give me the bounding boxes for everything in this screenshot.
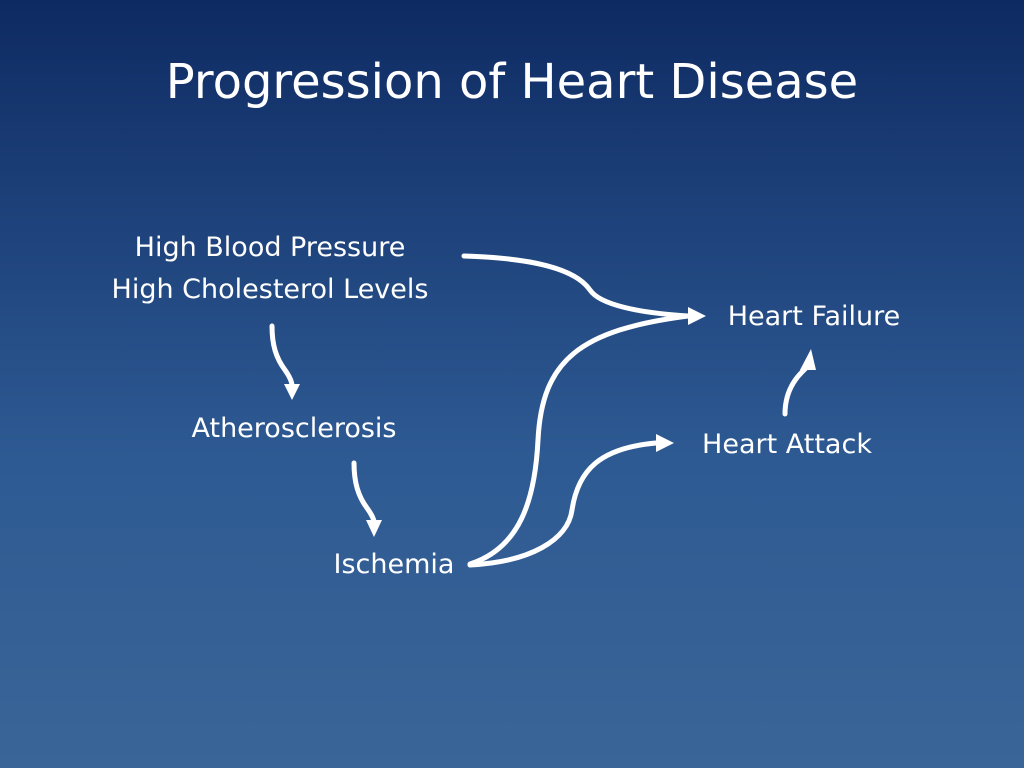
arrow-atherosclerosis-to-ischemia bbox=[351, 460, 382, 537]
node-high-blood-pressure: High Blood Pressure bbox=[134, 232, 406, 263]
node-heart-attack: Heart Attack bbox=[702, 429, 872, 460]
node-high-cholesterol: High Cholesterol Levels bbox=[111, 274, 429, 305]
node-ischemia: Ischemia bbox=[333, 549, 455, 580]
arrow-risk-to-heart-failure bbox=[461, 253, 706, 325]
node-risk-factors: High Blood Pressure High Cholesterol Lev… bbox=[60, 227, 480, 311]
node-heart-failure: Heart Failure bbox=[727, 301, 901, 332]
arrow-risk-to-atherosclerosis bbox=[269, 323, 300, 400]
arrow-ischemia-to-heart-attack bbox=[467, 434, 674, 568]
slide-title: Progression of Heart Disease bbox=[165, 54, 859, 110]
node-atherosclerosis: Atherosclerosis bbox=[191, 413, 397, 444]
arrow-ischemia-to-heart-failure bbox=[467, 313, 691, 567]
arrow-heart-attack-to-heart-failure bbox=[782, 349, 816, 417]
